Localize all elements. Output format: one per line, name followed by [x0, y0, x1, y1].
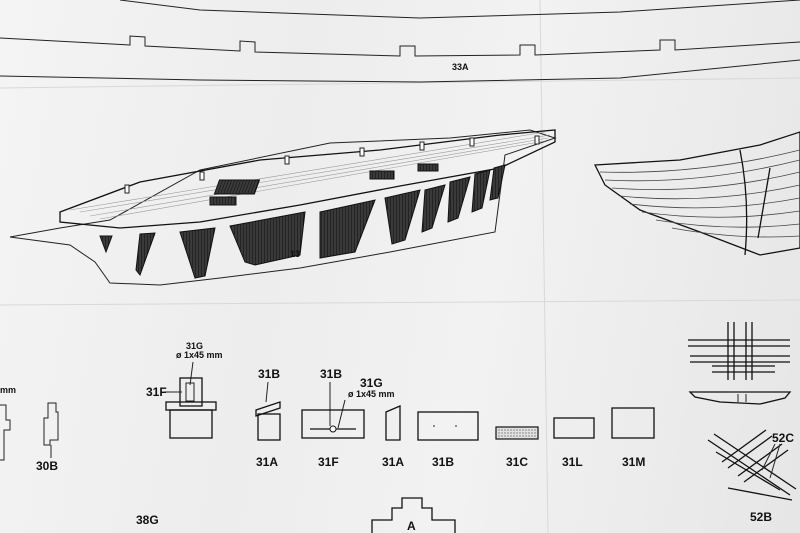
part-31G-label-mid: 31G	[360, 376, 383, 390]
part-31F-assembly: 31G ø 1x45 mm 31F	[146, 341, 223, 439]
part-31G-dim-left: ø 1x45 mm	[176, 350, 223, 360]
part-31B-label-mid: 31B	[320, 367, 342, 381]
part-mm-partial: mm	[0, 385, 16, 395]
part-31A-middle: 31A	[382, 405, 404, 469]
part-31B-label-box: 31B	[432, 455, 454, 469]
part-52B-label: 52B	[750, 510, 772, 524]
part-31F-label-mid: 31F	[318, 455, 339, 469]
part-31A-label-mid: 31A	[382, 455, 404, 469]
part-33A-strip: 33A	[0, 0, 800, 83]
part-31G-dim-mid: ø 1x45 mm	[348, 389, 395, 399]
part-31F-label-left: 31F	[146, 385, 167, 399]
part-31B-label-top: 31B	[258, 367, 280, 381]
part-33A-label: 33A	[452, 62, 469, 72]
part-52C-label: 52C	[772, 431, 794, 445]
part-31C: 31C	[495, 426, 539, 469]
hull-label-13: 13	[290, 249, 300, 259]
part-31C-label: 31C	[506, 455, 528, 469]
grating-52: 52C 52B	[707, 429, 797, 524]
part-38G-label: 38G	[136, 513, 159, 527]
part-30B-label: 30B	[36, 459, 58, 473]
part-31B-box: 31B	[417, 411, 479, 469]
part-31G-label-left: 31G	[186, 341, 203, 351]
part-31A-label-left: 31A	[256, 455, 278, 469]
part-31L: 31L	[553, 417, 595, 469]
part-A-label: A	[407, 519, 416, 533]
grating-side-view	[688, 322, 792, 405]
part-30B: mm 30B	[0, 385, 59, 473]
hull-assembly-13: 13	[9, 129, 557, 286]
part-31A-31B-left: 31B 31A	[255, 367, 281, 469]
part-31M: 31M	[611, 407, 655, 469]
part-31M-label: 31M	[622, 455, 645, 469]
bottom-partials: 38G A	[136, 497, 456, 533]
stern-planking-view	[593, 131, 800, 256]
part-31L-label: 31L	[562, 455, 583, 469]
part-31F-middle: 31B 31G ø 1x45 mm 31F	[301, 367, 395, 469]
